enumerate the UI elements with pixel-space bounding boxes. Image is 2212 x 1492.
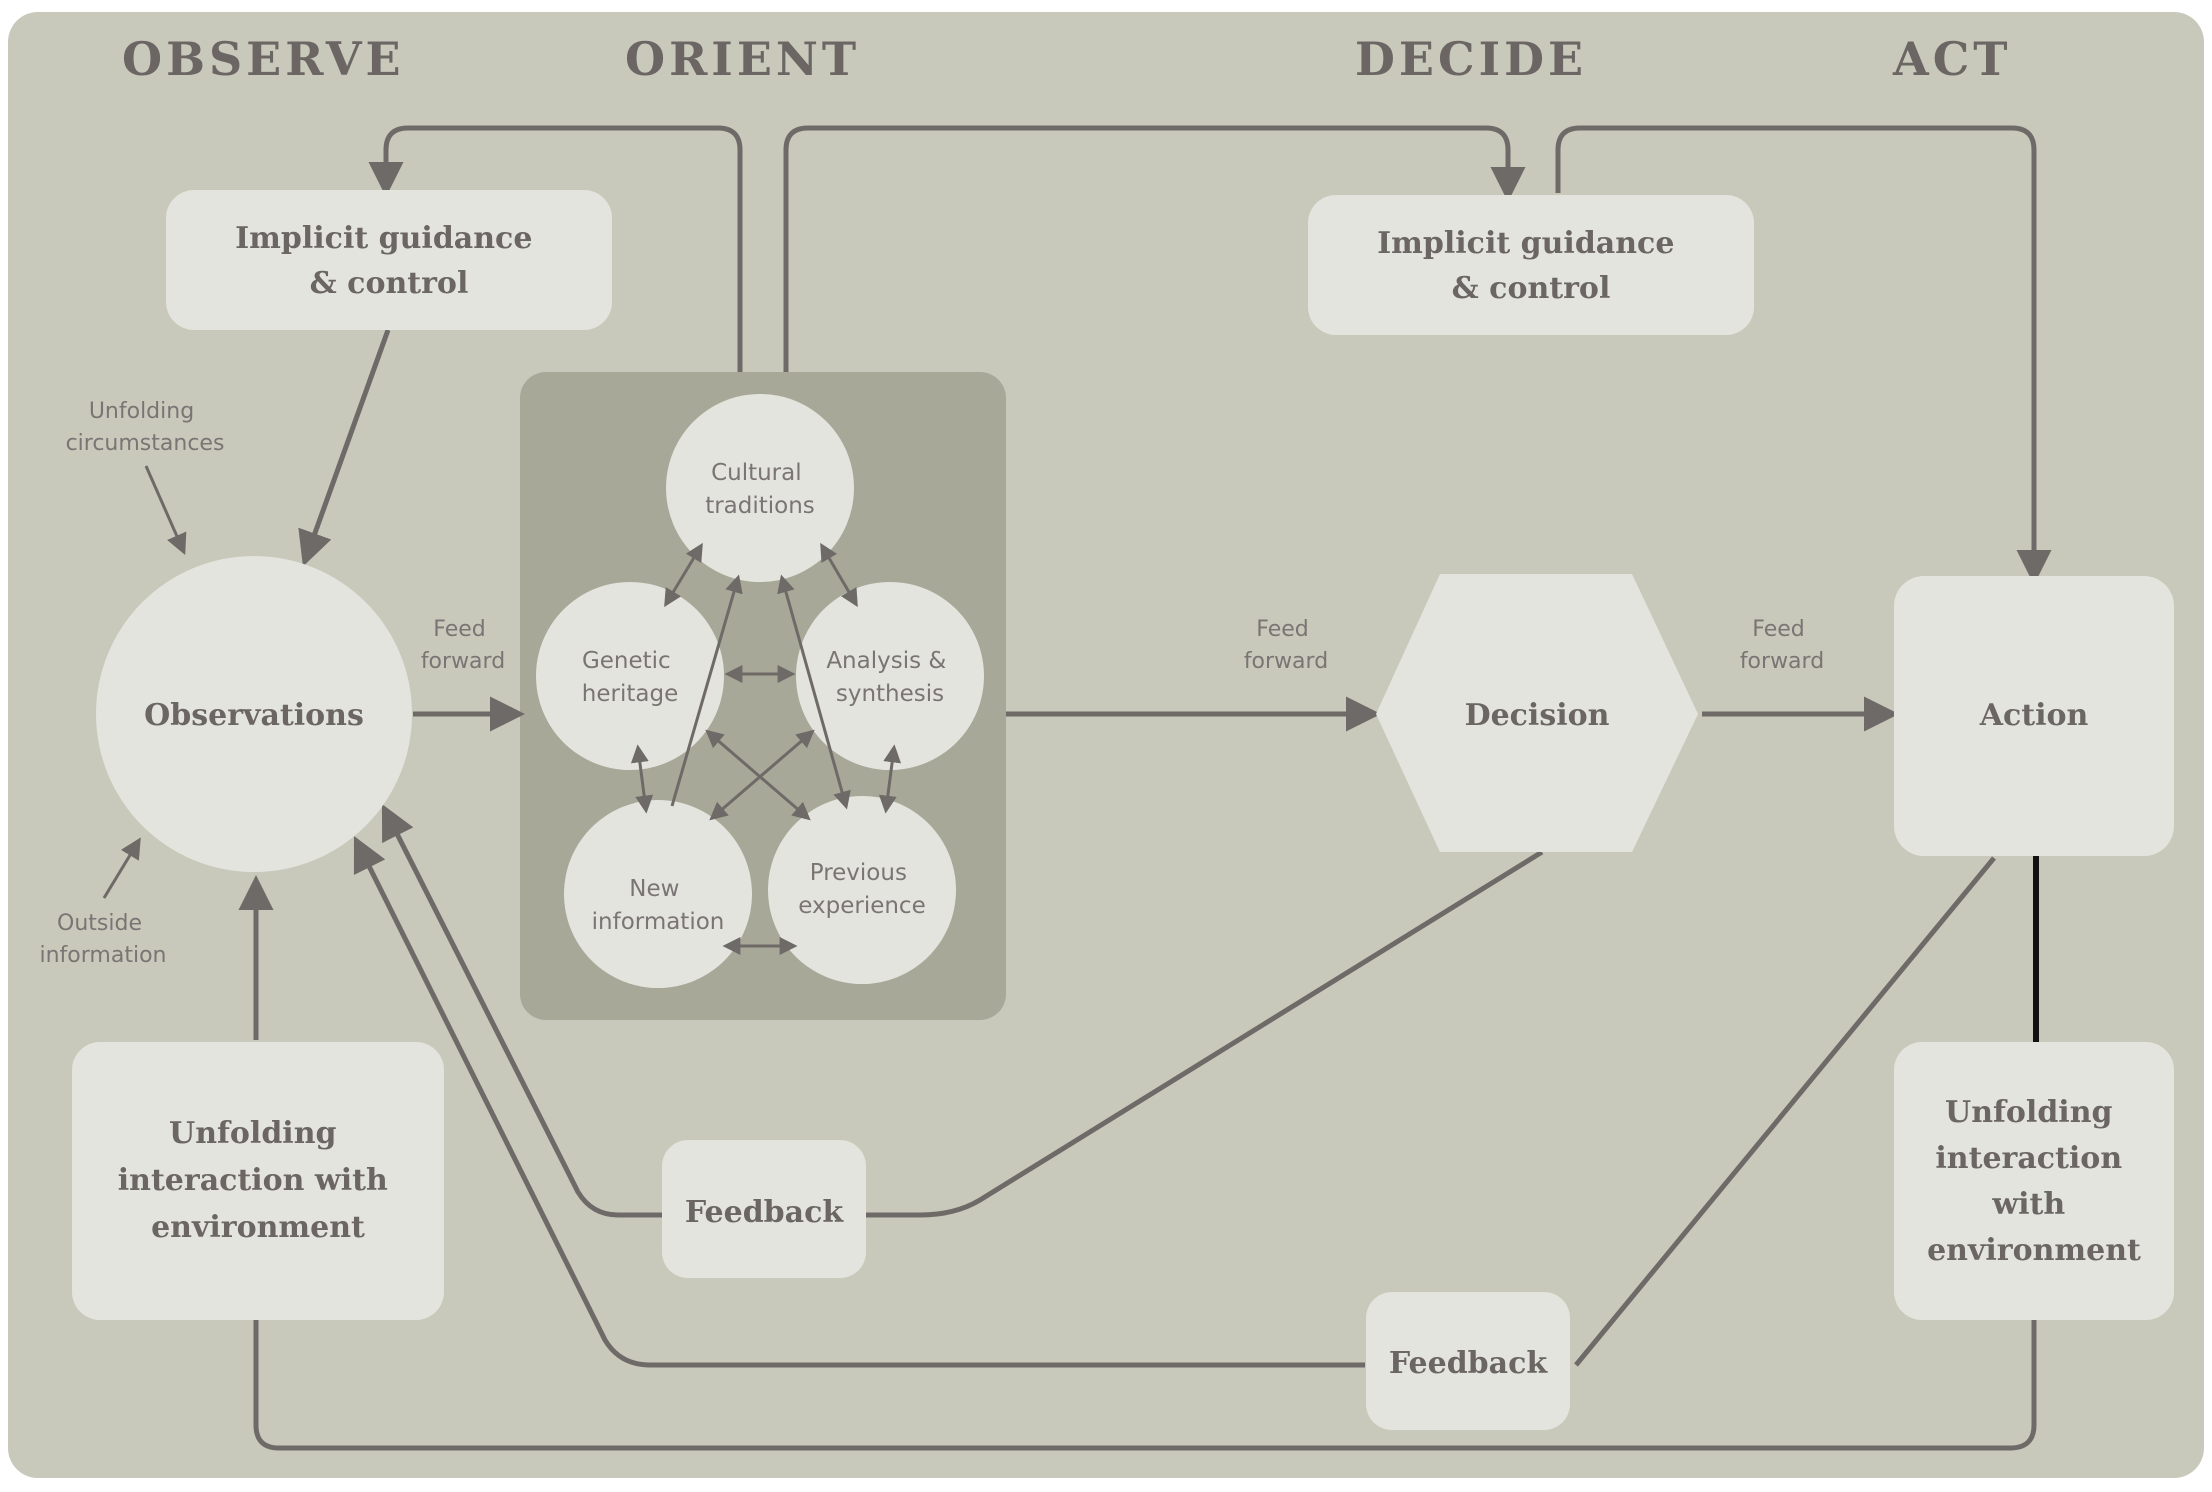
cultural-previous-arrow — [777, 574, 851, 810]
unfolding-right-box — [1894, 1042, 2174, 1320]
phase-orient: ORIENT — [625, 32, 860, 86]
feedback-2-box — [1366, 1292, 1570, 1430]
feed-forward-3-note: Feed forward — [1740, 617, 1824, 674]
new-information-circle — [564, 800, 752, 988]
guidance-left-to-observations-arrow — [298, 329, 391, 567]
bottom-environment-loop — [253, 1320, 2037, 1451]
newinfo-cultural-arrow — [670, 574, 743, 807]
action-node — [1894, 576, 2174, 856]
genetic-newinfo-arrow — [630, 744, 654, 814]
cultural-traditions-label: Cultural traditions — [705, 460, 815, 519]
orient-to-guidance-right-arrow — [783, 125, 1526, 372]
new-information-label: New information — [592, 876, 725, 935]
action-label: Action — [1979, 698, 2089, 733]
implicit-guidance-right-label: Implicit guidance & control — [1377, 226, 1685, 306]
analysis-newinfo-arrow — [709, 729, 815, 821]
unfolding-right-label: Unfolding interaction with environment — [1927, 1095, 2141, 1268]
guidance-right-to-action-arrow — [1555, 125, 2052, 586]
unfolding-circumstances-arrow — [144, 465, 187, 555]
implicit-guidance-left-label: Implicit guidance & control — [235, 221, 543, 301]
observations-label: Observations — [144, 698, 364, 733]
feedback-2-to-observations-arrow — [353, 835, 1365, 1368]
orient-to-guidance-left-arrow — [368, 125, 743, 372]
decision-feedback-line — [866, 849, 1544, 1218]
outside-information-note: Outside information — [40, 911, 167, 968]
implicit-guidance-right-box — [1308, 195, 1754, 335]
feedback-1-label: Feedback — [685, 1195, 844, 1230]
feed-forward-1-note: Feed forward — [421, 617, 505, 674]
genetic-heritage-circle — [536, 582, 724, 770]
decision-node — [1376, 574, 1698, 852]
implicit-guidance-left-box — [166, 190, 612, 330]
phase-observe: OBSERVE — [122, 32, 405, 86]
feedback-1-box — [662, 1140, 866, 1278]
cultural-traditions-circle — [666, 394, 854, 582]
analysis-synthesis-label: Analysis & synthesis — [826, 648, 953, 707]
feedback-1-to-observations-arrow — [381, 803, 662, 1218]
observations-node — [96, 556, 412, 872]
decision-label: Decision — [1465, 698, 1610, 733]
analysis-synthesis-circle — [796, 582, 984, 770]
unfolding-circumstances-note: Unfolding circumstances — [66, 399, 225, 456]
action-feedback-line — [1574, 856, 1996, 1367]
cultural-genetic-arrow — [664, 542, 703, 608]
analysis-previous-arrow — [878, 744, 902, 814]
genetic-heritage-label: Genetic heritage — [582, 648, 678, 707]
outside-information-arrow — [102, 837, 141, 899]
feedback-2-label: Feedback — [1389, 1346, 1548, 1381]
phase-decide: DECIDE — [1355, 32, 1587, 86]
previous-experience-label: Previous experience — [798, 860, 925, 919]
feed-forward-2-note: Feed forward — [1244, 617, 1328, 674]
unfolding-left-label: Unfolding interaction with environment — [118, 1116, 399, 1245]
previous-experience-circle — [768, 796, 956, 984]
unfolding-left-box — [72, 1042, 444, 1320]
phase-act: ACT — [1892, 32, 2012, 86]
